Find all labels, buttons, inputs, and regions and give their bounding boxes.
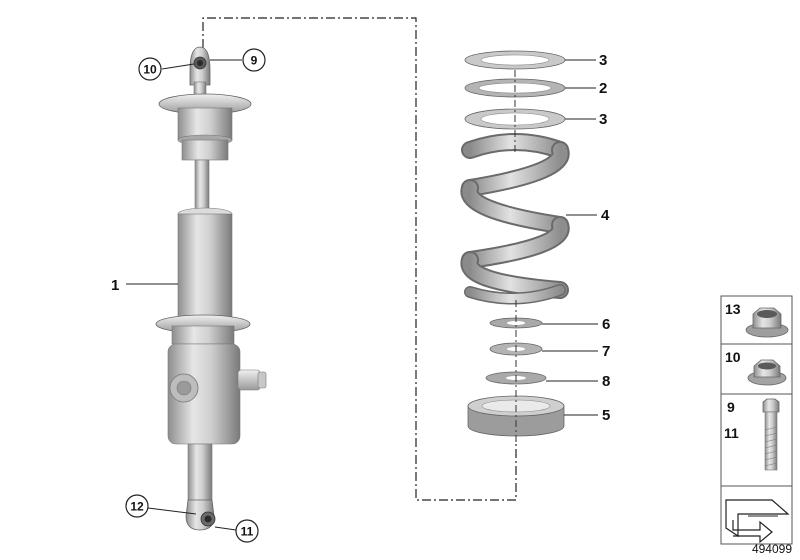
callout-3-bottom: 3	[599, 111, 607, 128]
callout-8: 8	[602, 373, 610, 390]
callout-6: 6	[602, 316, 610, 333]
direction-arrow-icon	[725, 499, 790, 544]
spring-stack-axis	[514, 70, 517, 442]
diagram-number: 494099	[752, 542, 792, 556]
callout-12: 12	[130, 500, 144, 514]
callout-5: 5	[602, 407, 610, 424]
spring-stack	[460, 50, 570, 437]
parts-panel: 13 10 9 11	[720, 295, 793, 545]
flange-nut-icon	[745, 307, 789, 338]
callout-11: 11	[241, 525, 254, 539]
callout-2: 2	[599, 80, 607, 97]
callout-3-top: 3	[599, 52, 607, 69]
assembly-connector-line	[202, 17, 517, 501]
bolt-icon	[762, 398, 780, 471]
callout-4: 4	[601, 207, 610, 224]
callout-1: 1	[111, 277, 119, 294]
callout-9: 9	[251, 54, 258, 68]
callout-7: 7	[602, 343, 610, 360]
callout-10: 10	[143, 63, 157, 77]
panel-label-9: 9	[727, 399, 735, 415]
panel-label-11: 11	[724, 425, 739, 441]
lock-nut-icon	[747, 359, 787, 386]
shock-absorber	[155, 46, 267, 531]
panel-label-10: 10	[725, 349, 741, 365]
coil-spring	[460, 133, 570, 305]
panel-label-13: 13	[725, 301, 741, 317]
